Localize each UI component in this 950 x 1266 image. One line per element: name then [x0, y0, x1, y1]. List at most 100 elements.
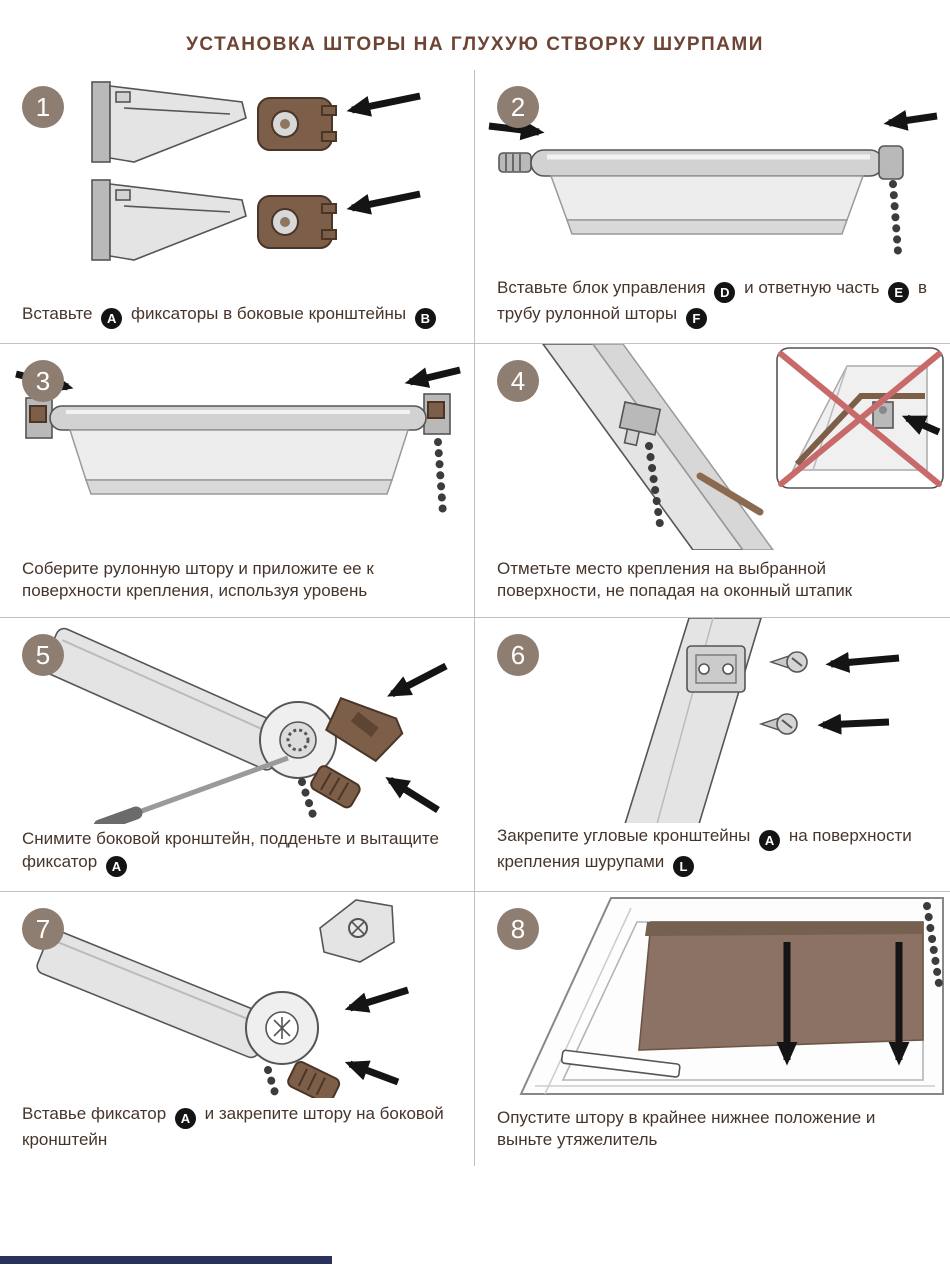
letter-badge-d: D	[714, 281, 736, 303]
bead-chain	[434, 438, 447, 518]
step-caption: Опустите штору в крайнее нижнее положени…	[475, 1105, 950, 1166]
step-caption: Снимите боковой кронштейн, подденьте и в…	[0, 826, 474, 891]
letter-badge-f: F	[685, 308, 707, 329]
step-caption: Вставьте блок управления D и ответную ча…	[475, 275, 950, 343]
step-3-cell: 3 Соберите рулонную штору и прил	[0, 344, 475, 618]
red-cross-icon	[778, 351, 942, 487]
screwdriver-icon	[127, 755, 289, 819]
step-caption: Отметьте место крепления на выбранной по…	[475, 556, 950, 617]
corner-bracket	[319, 899, 395, 963]
side-bracket	[91, 81, 337, 163]
wrong-placement-inset	[776, 347, 944, 489]
end-plug	[498, 152, 532, 173]
step-2-illustration	[475, 70, 950, 275]
step-2-cell: 2 Вставьте блок управ	[475, 70, 950, 344]
arrow-icon	[344, 986, 410, 1013]
page-title: УСТАНОВКА ШТОРЫ НА ГЛУХУЮ СТВОРКУ ШУРПАМ…	[186, 34, 764, 55]
weight-bar	[84, 479, 394, 495]
caption-text: Закрепите угловые кронштейны	[497, 825, 751, 845]
window-frame	[542, 344, 744, 550]
fabric-panel	[549, 175, 865, 221]
arrow-icon	[346, 92, 421, 117]
blind-fabric	[638, 921, 924, 1051]
step-5-illustration	[0, 618, 474, 826]
roller-tube	[42, 627, 289, 771]
corner-bracket	[686, 645, 746, 693]
screw-icon	[768, 651, 808, 673]
screw-bracket-drawing	[624, 618, 900, 823]
step-number-badge: 1	[22, 86, 64, 128]
step-3-illustration	[0, 344, 474, 556]
caption-text: Опустите штору в крайнее нижнее положени…	[497, 1107, 876, 1150]
caption-text: Вставье фиксатор	[22, 1104, 167, 1124]
bead-chain	[298, 778, 318, 822]
letter-badge-b: B	[414, 308, 436, 329]
caption-text: Вставьте блок управления	[497, 277, 706, 297]
glazing-bead	[794, 393, 925, 467]
caption-text: Соберите рулонную штору и приложите ее к…	[22, 558, 374, 601]
caption-text: Снимите боковой кронштейн, подденьте и в…	[22, 829, 439, 871]
step-number-badge: 5	[22, 634, 64, 676]
caption-text: в трубу рулонной шторы	[497, 277, 928, 323]
step-caption: Вставьте A фиксаторы в боковые кронштейн…	[0, 301, 474, 343]
arrow-icon	[817, 713, 890, 735]
step-number-badge: 7	[22, 908, 64, 950]
step-6-cell: 6	[475, 618, 950, 892]
letter-badge-l: L	[673, 856, 695, 877]
letter-badge-e: E	[888, 281, 910, 303]
insert-fixator-drawing	[36, 899, 410, 1098]
step-number-badge: 2	[497, 86, 539, 128]
step-1-illustration	[0, 70, 474, 301]
gear-icon	[286, 728, 310, 752]
step-8-cell: 8 Опустите штору в	[475, 892, 950, 1166]
step-7-cell: 7	[0, 892, 475, 1166]
letter-badge-a: A	[105, 856, 127, 877]
step-6-illustration	[475, 618, 950, 823]
step-7-illustration	[0, 892, 474, 1101]
lower-blind-drawing	[519, 897, 944, 1095]
step-caption: Закрепите угловые кронштейны A на поверх…	[475, 823, 950, 891]
bead-chain	[889, 180, 902, 256]
bead-chain	[264, 1066, 280, 1098]
weight-bar	[560, 1049, 681, 1078]
fixator-icon	[287, 1061, 341, 1098]
screw-icon	[758, 713, 798, 735]
marking-position-drawing	[542, 344, 944, 550]
bottom-accent-bar	[0, 1256, 332, 1264]
fixator-icon	[310, 765, 361, 809]
caption-text: и ответную часть	[744, 277, 880, 297]
control-unit	[878, 145, 904, 180]
brackets-and-fixators-drawing	[91, 81, 421, 261]
arrow-icon	[488, 119, 545, 141]
step-number-badge: 4	[497, 360, 539, 402]
roller-tube-drawing	[488, 109, 938, 256]
arrow-icon	[385, 777, 440, 813]
bead-chain	[923, 902, 943, 988]
step-8-illustration	[475, 892, 950, 1105]
remove-bracket-drawing	[42, 627, 448, 824]
caption-text: Отметьте место крепления на выбранной по…	[497, 558, 853, 601]
arrow-icon	[344, 1060, 400, 1086]
roller-tube	[49, 405, 427, 431]
fixator-icon	[257, 97, 337, 151]
step-caption: Соберите рулонную штору и приложите ее к…	[0, 556, 474, 617]
letter-badge-a: A	[174, 1108, 196, 1130]
arrow-icon	[901, 414, 941, 436]
step-4-cell: 4	[475, 344, 950, 618]
caption-text: Вставьте	[22, 303, 93, 323]
step-1-cell: 1	[0, 70, 475, 344]
arrow-icon	[387, 662, 448, 698]
brown-bracket	[325, 696, 404, 763]
roller-tube	[530, 149, 884, 177]
step-5-cell: 5	[0, 618, 475, 892]
bead-chain	[645, 442, 665, 536]
step-4-illustration	[475, 344, 950, 556]
steps-grid: 1	[0, 70, 950, 1166]
arrow-icon	[883, 109, 938, 131]
control-bracket	[618, 401, 662, 447]
roller-tube	[36, 929, 272, 1059]
step-number-badge: 3	[22, 360, 64, 402]
caption-text: фиксаторы в боковые кронштейны	[130, 303, 407, 323]
fabric-panel	[68, 429, 410, 481]
